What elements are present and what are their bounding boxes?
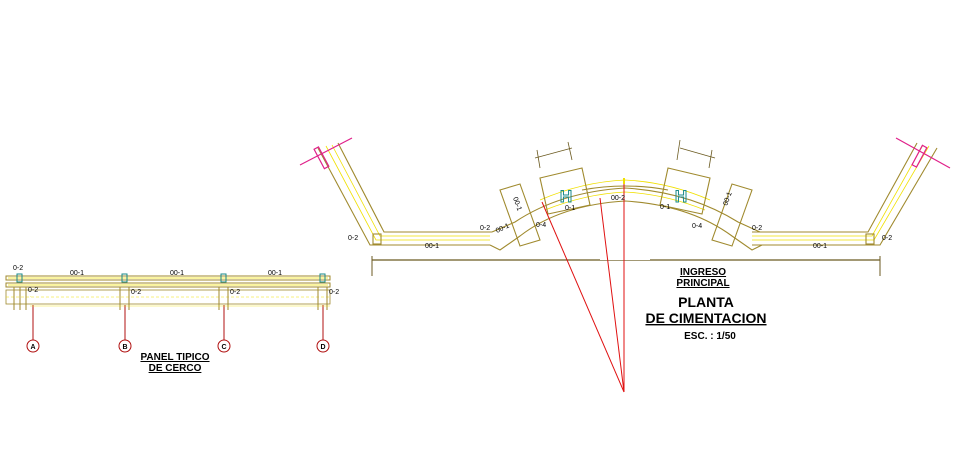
- plan-label: 00-1: [425, 243, 439, 250]
- left-column-h-icon: H: [560, 187, 572, 206]
- footing-label: 0-2: [230, 289, 240, 296]
- plan-label: 00-1: [813, 243, 827, 250]
- plan-label: 0-2: [752, 225, 762, 232]
- curved-entrance-wall: [489, 167, 763, 251]
- beam-label: 00-1: [170, 270, 184, 277]
- footing-label: 0-2: [131, 289, 141, 296]
- plan-label: 00-2: [611, 195, 625, 202]
- entrance-title-line1: INGRESO: [680, 267, 726, 278]
- right-wing-wall: [752, 142, 938, 246]
- right-column-h-icon: H: [675, 187, 687, 206]
- axis-bubble-a: A: [26, 339, 40, 353]
- plan-label: 00-1: [511, 196, 522, 212]
- panel-title-line2: DE CERCO: [149, 363, 202, 374]
- typical-panel: . 0-2 00-1 00-1 00-1 0-2 0-2 0-2 0-2 A B…: [5, 265, 339, 374]
- plan-label: 0-1: [565, 205, 575, 212]
- plan-label: 0-2: [882, 235, 892, 242]
- entrance-title-line2: PRINCIPAL: [676, 278, 729, 289]
- plan-title-line1: PLANTA: [678, 294, 734, 310]
- axis-label: D: [320, 344, 325, 351]
- right-gate-marker: [895, 137, 951, 169]
- axis-bubble-c: C: [217, 339, 231, 353]
- plan-scale: ESC. : 1/50: [684, 331, 736, 342]
- footing-label: 0-2: [13, 265, 23, 272]
- plan-title-line2: DE CIMENTACION: [645, 310, 766, 326]
- top-dimension-lines: [534, 139, 716, 169]
- plan-label: 0-4: [692, 223, 702, 230]
- radius-lines: [541, 180, 625, 393]
- plan-label: 00-1: [495, 223, 511, 235]
- footing-label: 0-2: [329, 289, 339, 296]
- plan-label: 0-2: [480, 225, 490, 232]
- plan-label: 0-4: [536, 222, 546, 229]
- panel-title-line1: PANEL TIPICO: [140, 352, 209, 363]
- axis-bubble-d: D: [316, 339, 330, 353]
- dimension-note: .: [30, 293, 31, 299]
- beam-label: 00-1: [268, 270, 282, 277]
- left-wing-wall: [317, 142, 492, 246]
- footing-label: 0-2: [28, 287, 38, 294]
- axis-label: A: [30, 344, 35, 351]
- axis-label: B: [122, 344, 127, 351]
- plan-label: 0-2: [348, 235, 358, 242]
- beam-label: 00-1: [70, 270, 84, 277]
- plan-label: 00-1: [722, 191, 733, 207]
- plan-label: 0-1: [660, 204, 670, 211]
- axis-label: C: [221, 344, 226, 351]
- axis-bubble-b: B: [118, 339, 132, 353]
- left-gate-marker: [299, 137, 353, 170]
- foundation-plan: H H 0-2 00-1 0-2 00-1 00-1 0-4 0-1 00-2 …: [299, 137, 951, 393]
